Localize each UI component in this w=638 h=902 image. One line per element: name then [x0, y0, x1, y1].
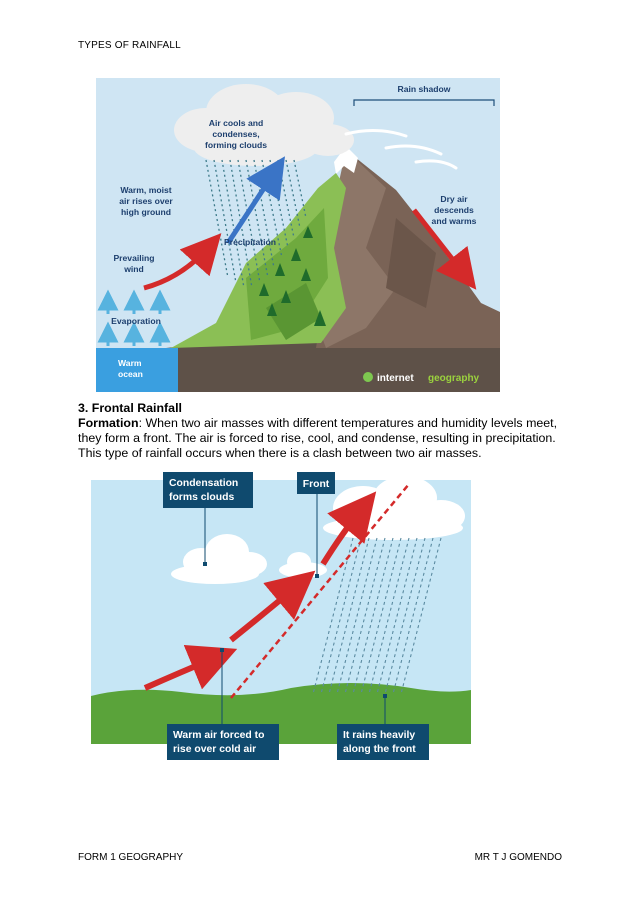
dry-air-label-2: descends: [434, 205, 474, 215]
condensation-label-1: Condensation: [169, 478, 238, 489]
frontal-rainfall-diagram: Condensation forms clouds Front Warm air…: [91, 472, 471, 760]
warm-air-arrow-3: [320, 491, 377, 566]
warm-air-arrow-2: [229, 570, 316, 643]
prevailing-wind-arrow: [143, 233, 222, 291]
footer-right: MR T J GOMENDO: [474, 852, 562, 863]
label-pointers: [204, 494, 386, 724]
rain-cloud: [174, 84, 354, 166]
warm-moist-label-2: air rises over: [119, 196, 173, 206]
ocean: [96, 348, 178, 392]
condensation-label-box: [163, 472, 253, 508]
dry-air-label-3: and warms: [432, 216, 477, 226]
section-body: Formation: When two air masses with diff…: [78, 416, 568, 461]
logo-word-geography: geography: [428, 373, 480, 384]
warm-ocean-label-2: ocean: [118, 369, 143, 379]
warm-moist-label-3: high ground: [121, 207, 171, 217]
rains-label-1: It rains heavily: [343, 730, 415, 741]
globe-icon: [363, 372, 373, 382]
prevailing-wind-label-2: wind: [123, 264, 144, 274]
relief-rainfall-diagram: Rain shadow Air cools and condenses, for…: [96, 78, 500, 392]
warm-air-label-1: Warm air forced to: [173, 730, 264, 741]
rising-air-arrow: [225, 156, 285, 245]
section-text: : When two air masses with different tem…: [78, 416, 558, 460]
front-label: Front: [303, 479, 330, 490]
rain-shadow-label: Rain shadow: [397, 84, 450, 94]
cloud-left: [171, 534, 267, 584]
rains-label-box: [337, 724, 429, 760]
frontal-rainfall-section: 3. Frontal Rainfall Formation: When two …: [78, 401, 568, 461]
prevailing-wind-label-1: Prevailing: [113, 253, 154, 263]
trees: [259, 226, 326, 326]
rain-shadow-bracket: [353, 99, 495, 106]
page-header: TYPES OF RAINFALL: [78, 40, 181, 51]
condensation-label-2: forms clouds: [169, 492, 234, 503]
air-cools-label-2: condenses,: [212, 129, 259, 139]
front-label-box: [297, 472, 335, 494]
warm-air-label-2: rise over cold air: [173, 744, 256, 755]
wind-swirls: [344, 129, 458, 170]
footer-left: FORM 1 GEOGRAPHY: [78, 852, 184, 863]
evaporation-arrows: [97, 289, 171, 346]
evaporation-label: Evaporation: [111, 316, 161, 326]
logo-word-internet: internet: [377, 373, 414, 384]
rain-streaks: [312, 537, 442, 695]
precipitation-label: Precipitation: [224, 237, 276, 247]
section-heading: 3. Frontal Rainfall: [78, 401, 182, 415]
section-term: Formation: [78, 416, 139, 430]
snow-cap: [334, 146, 358, 174]
air-cools-label-3: forming clouds: [205, 140, 267, 150]
warm-ocean-label-1: Warm: [118, 358, 142, 368]
air-cools-label-1: Air cools and: [209, 118, 263, 128]
rains-label-2: along the front: [343, 744, 416, 755]
warm-air-label-box: [167, 724, 279, 760]
warm-air-arrow-1: [143, 644, 238, 691]
descending-air-arrow: [412, 208, 477, 290]
front-line: [230, 483, 410, 699]
dry-air-label-1: Dry air: [440, 194, 468, 204]
warm-moist-label-1: Warm, moist: [120, 185, 171, 195]
